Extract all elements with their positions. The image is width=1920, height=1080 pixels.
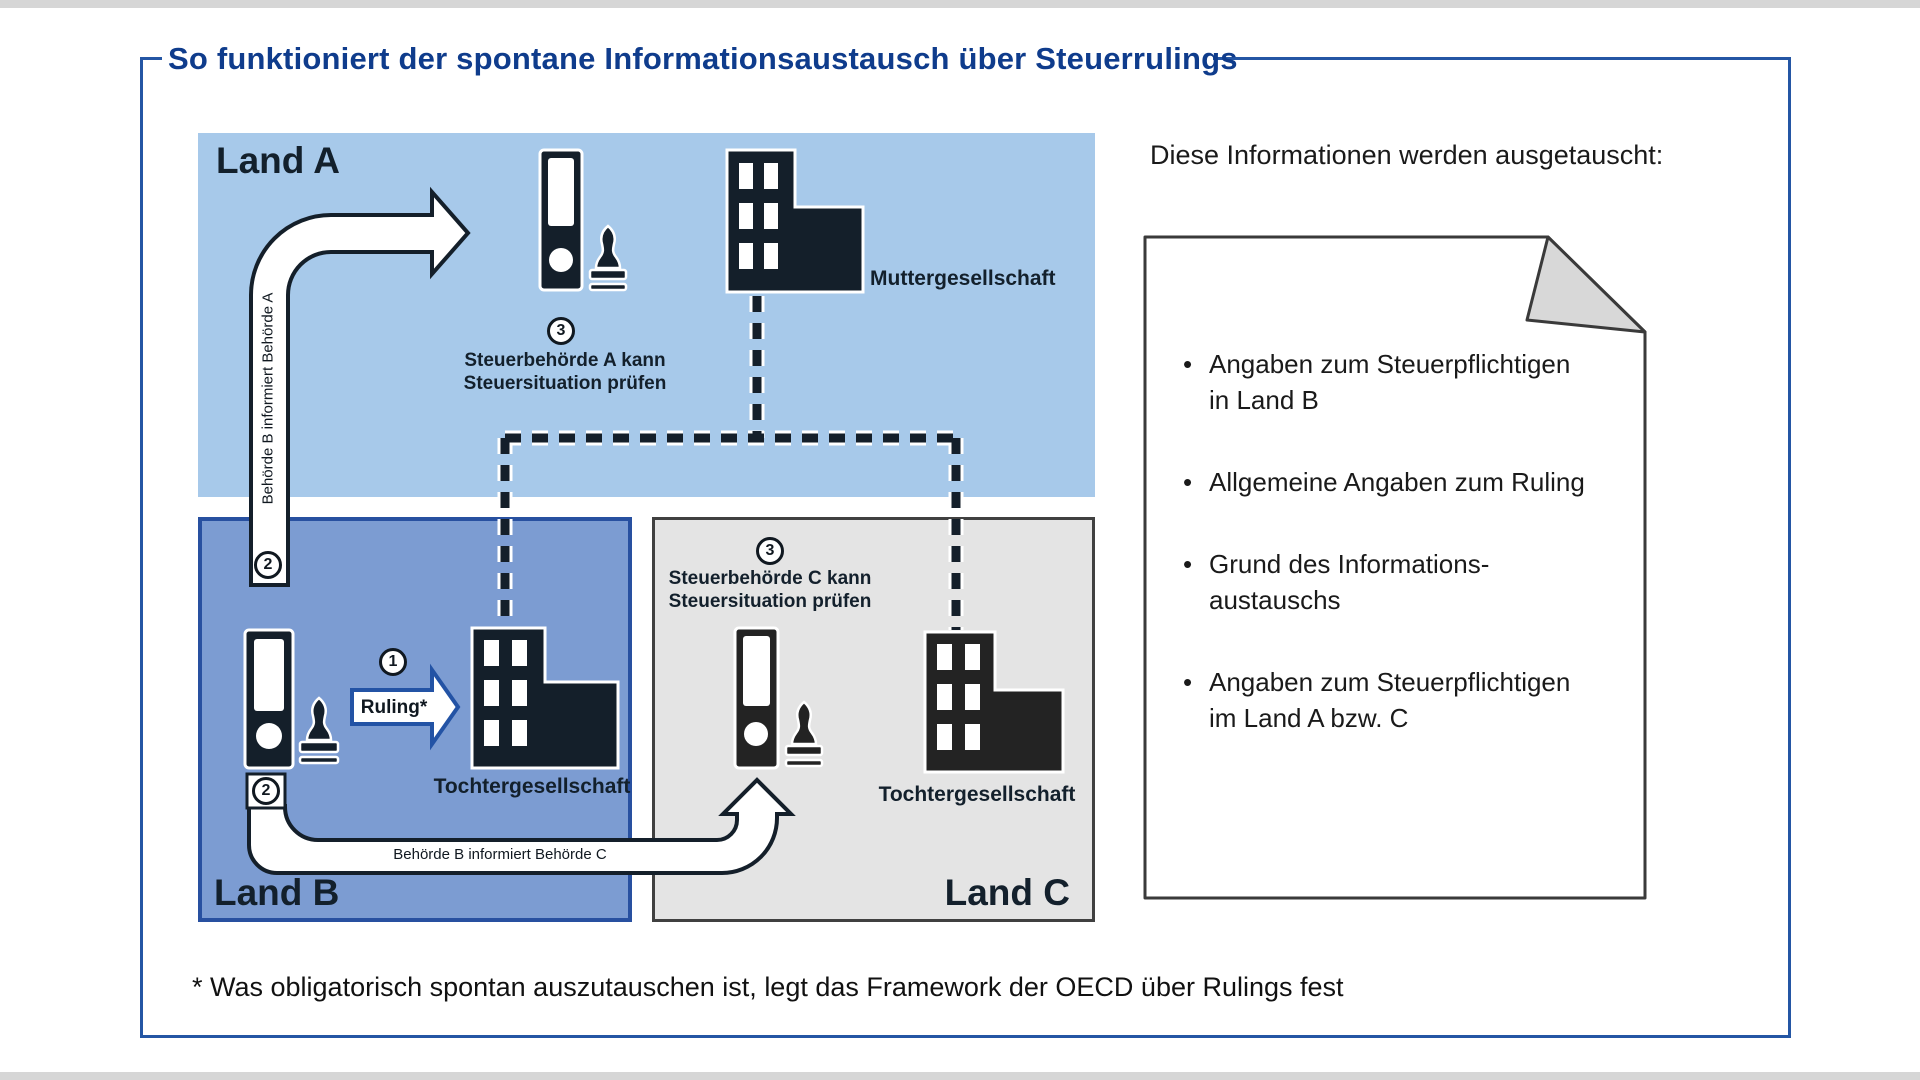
subsidiary-building-icon bbox=[470, 626, 620, 770]
bullet-text: Allgemeine Angaben zum Ruling bbox=[1209, 464, 1585, 500]
bullet-line: austauschs bbox=[1209, 585, 1341, 615]
bullet-line: Allgemeine Angaben zum Ruling bbox=[1209, 467, 1585, 497]
curved-arrow-b-to-a-icon bbox=[249, 186, 471, 587]
step-2-number: 2 bbox=[261, 782, 271, 799]
info-bullet-list: • Angaben zum Steuerpflichtigen in Land … bbox=[1183, 346, 1623, 782]
authority-a-note-line1: Steuerbehörde A kann bbox=[464, 350, 666, 371]
frame-left bbox=[140, 57, 143, 1038]
frame-top-right bbox=[1213, 57, 1791, 60]
authority-a-note-line2: Steuersituation prüfen bbox=[463, 373, 667, 394]
authority-c-note: Steuerbehörde C kann Steuersituation prü… bbox=[650, 567, 890, 613]
step-2-badge: 2 bbox=[252, 777, 280, 805]
top-edge-bar bbox=[0, 0, 1920, 8]
bullet-dot: • bbox=[1183, 349, 1193, 379]
parent-company-label: Muttergesellschaft bbox=[870, 267, 1056, 290]
step-3-badge: 3 bbox=[756, 537, 784, 565]
list-item: • Grund des Informations- austauschs bbox=[1183, 546, 1623, 618]
stamp-icon bbox=[784, 700, 824, 768]
binder-icon bbox=[243, 628, 295, 770]
binder-icon bbox=[538, 148, 584, 292]
bullet-dot: • bbox=[1183, 549, 1193, 579]
arrow-b-to-a-label: Behörde B informiert Behörde A bbox=[259, 292, 277, 505]
list-item: • Angaben zum Steuerpflichtigen im Land … bbox=[1183, 664, 1623, 736]
frame-right bbox=[1788, 57, 1791, 1038]
bullet-line: Angaben zum Steuerpflichtigen bbox=[1209, 667, 1571, 697]
dashed-connector bbox=[497, 296, 964, 630]
bottom-edge-bar bbox=[0, 1072, 1920, 1080]
ruling-arrow-label: Ruling* bbox=[360, 697, 428, 718]
authority-a-note: Steuerbehörde A kann Steuersituation prü… bbox=[445, 349, 685, 395]
step-3-badge: 3 bbox=[547, 317, 575, 345]
land-a-label: Land A bbox=[216, 140, 341, 181]
land-b-label: Land B bbox=[214, 872, 340, 913]
step-2-number: 2 bbox=[263, 556, 273, 573]
frame-top-left-stub bbox=[140, 57, 162, 60]
subsidiary-building-icon bbox=[923, 630, 1065, 774]
document-icon bbox=[1143, 235, 1647, 900]
stamp-icon bbox=[298, 696, 340, 765]
land-c-label: Land C bbox=[944, 872, 1070, 913]
parent-company-building-icon bbox=[725, 148, 865, 294]
authority-c-note-line2: Steuersituation prüfen bbox=[668, 591, 872, 612]
bullet-text: Grund des Informations- austauschs bbox=[1209, 546, 1489, 618]
authority-c-note-line1: Steuerbehörde C kann bbox=[668, 568, 872, 589]
ruling-arrow-icon bbox=[350, 663, 461, 751]
bullet-text: Angaben zum Steuerpflichtigen in Land B bbox=[1209, 346, 1570, 418]
step-3-number: 3 bbox=[556, 322, 566, 339]
arrow-b-to-c-label: Behörde B informiert Behörde C bbox=[393, 846, 607, 863]
info-panel-heading: Diese Informationen werden ausgetauscht: bbox=[1150, 140, 1664, 170]
bullet-line: im Land A bzw. C bbox=[1209, 703, 1409, 733]
subsidiary-c-label: Tochtergesellschaft bbox=[878, 783, 1076, 806]
step-3-number: 3 bbox=[765, 542, 775, 559]
step-2-badge: 2 bbox=[254, 551, 282, 579]
page-title: So funktioniert der spontane Information… bbox=[168, 41, 1238, 76]
binder-icon bbox=[733, 626, 780, 770]
list-item: • Angaben zum Steuerpflichtigen in Land … bbox=[1183, 346, 1623, 418]
bullet-text: Angaben zum Steuerpflichtigen im Land A … bbox=[1209, 664, 1570, 736]
bullet-line: in Land B bbox=[1209, 385, 1319, 415]
list-item: • Allgemeine Angaben zum Ruling bbox=[1183, 464, 1623, 500]
folded-corner-icon bbox=[1525, 235, 1647, 334]
subsidiary-b-label: Tochtergesellschaft bbox=[433, 775, 631, 798]
bullet-dot: • bbox=[1183, 667, 1193, 697]
bullet-dot: • bbox=[1183, 467, 1193, 497]
footnote: * Was obligatorisch spontan auszutausche… bbox=[192, 972, 1344, 1002]
frame-bottom bbox=[140, 1035, 1791, 1038]
step-1-badge: 1 bbox=[379, 648, 407, 676]
stamp-icon bbox=[588, 224, 628, 292]
step-1-number: 1 bbox=[388, 653, 398, 670]
bullet-line: Angaben zum Steuerpflichtigen bbox=[1209, 349, 1571, 379]
bullet-line: Grund des Informations- bbox=[1209, 549, 1490, 579]
arrow-b-to-c-icon bbox=[247, 777, 796, 875]
